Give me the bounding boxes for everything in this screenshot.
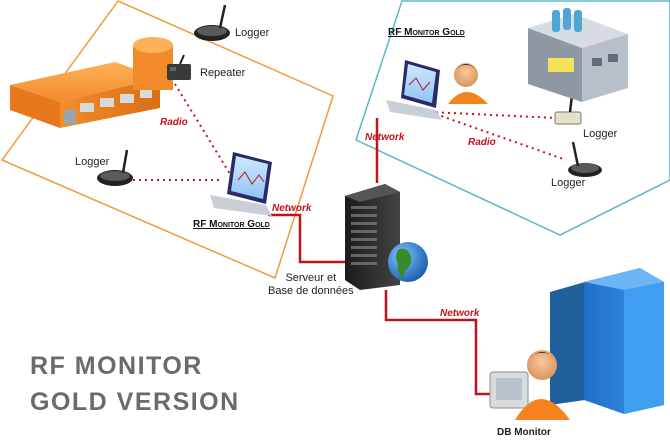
right-site-boundary bbox=[355, 0, 670, 236]
server-label-line1: Serveur et bbox=[285, 272, 337, 284]
logger-icon bbox=[194, 4, 230, 41]
network-label-left: Network bbox=[272, 203, 312, 214]
office-building-icon bbox=[528, 8, 628, 102]
logger-label-top: Logger bbox=[235, 27, 270, 39]
network-link-left bbox=[268, 213, 352, 264]
title-line2: GOLD VERSION bbox=[30, 388, 240, 416]
logger-icon bbox=[568, 141, 602, 177]
radio-link-right1 bbox=[429, 111, 557, 119]
title-line1: RF MONITOR bbox=[30, 352, 203, 380]
factory-icon bbox=[10, 37, 173, 128]
repeater-label: Repeater bbox=[200, 67, 246, 79]
logger-label-right2: Logger bbox=[551, 177, 586, 189]
user-icon bbox=[489, 350, 570, 420]
laptop-icon bbox=[210, 152, 272, 216]
building-blue-icon bbox=[550, 268, 664, 414]
radio-label-right: Radio bbox=[468, 137, 496, 148]
server-label-line2: Base de données bbox=[268, 285, 354, 297]
server-label: Serveur et Base de données bbox=[268, 272, 354, 298]
radio-link-right2 bbox=[429, 111, 567, 161]
logger-label-right1: Logger bbox=[583, 128, 618, 140]
globe-icon bbox=[388, 242, 428, 282]
rf-monitor-label-right: RF Monitor Gold bbox=[388, 27, 465, 38]
logger-icon bbox=[97, 149, 133, 186]
rf-monitor-label-left: RF Monitor Gold bbox=[193, 219, 270, 230]
network-label-bottom: Network bbox=[440, 308, 480, 319]
db-monitor-label: DB Monitor bbox=[497, 427, 551, 438]
radio-label-left: Radio bbox=[160, 117, 188, 128]
user-icon bbox=[448, 63, 488, 104]
laptop-icon bbox=[386, 60, 442, 120]
logger-label-left: Logger bbox=[75, 156, 110, 168]
radio-link-repeater-laptop bbox=[174, 83, 231, 175]
network-label-right: Network bbox=[365, 132, 405, 143]
repeater-icon bbox=[167, 54, 191, 80]
network-link-bottom bbox=[384, 290, 500, 396]
server-icon bbox=[345, 184, 400, 290]
